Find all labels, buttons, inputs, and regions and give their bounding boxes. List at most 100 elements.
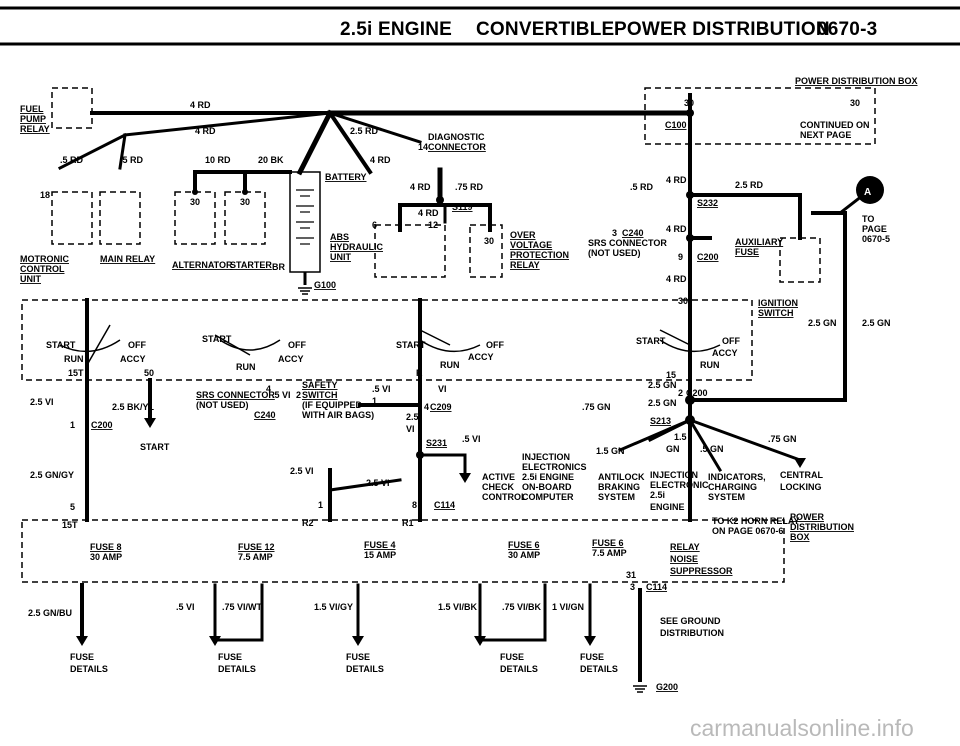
- safety-switch-label-4: WITH AIR BAGS): [302, 410, 374, 420]
- switch-d-accy: ACCY: [712, 348, 738, 358]
- fuse-8-label: FUSE 8: [90, 542, 122, 552]
- srs-connector-label-4: (NOT USED): [196, 400, 249, 410]
- switch-b-off: OFF: [288, 340, 306, 350]
- splice-s232: S232: [697, 198, 718, 208]
- safety-switch-label-3: (IF EQUIPPED: [302, 400, 363, 410]
- indicators-label-3: SYSTEM: [708, 492, 745, 502]
- aux-fuse-label-2: FUSE: [735, 247, 759, 257]
- injection-label-5: COMPUTER: [522, 492, 574, 502]
- switch-arcs: [59, 324, 721, 366]
- wire-75gn-a: .75 GN: [582, 402, 611, 412]
- pin-6: 6: [372, 220, 377, 230]
- wire-10rd: 10 RD: [205, 155, 231, 165]
- header-model: CONVERTIBLE: [476, 19, 614, 40]
- ignition-switch-label-2: SWITCH: [758, 308, 794, 318]
- switch-b-run: RUN: [236, 362, 256, 372]
- battery-cells: [296, 189, 314, 245]
- pin-30a: 30: [190, 197, 200, 207]
- page-ref-text: 0670-5: [862, 234, 890, 244]
- pin-r1: R1: [402, 518, 414, 528]
- next-page-text: NEXT PAGE: [800, 130, 851, 140]
- connector-a-marker: [856, 176, 884, 204]
- ignition-switch-label-1: IGNITION: [758, 298, 798, 308]
- fuse-details-2-a: FUSE: [218, 652, 242, 662]
- aux-fuse-box: [779, 237, 821, 283]
- fuse-4-label: FUSE 4: [364, 540, 396, 550]
- connector-c240: C240: [622, 228, 644, 238]
- wire-4rd-d: 4 RD: [410, 182, 431, 192]
- wire-4rd-c: 4 RD: [370, 155, 391, 165]
- wire-vi-a: VI: [438, 384, 447, 394]
- page-text: PAGE: [862, 224, 887, 234]
- ovp-label-4: RELAY: [510, 260, 540, 270]
- fuse-details-5-b: DETAILS: [580, 664, 618, 674]
- abs-label-1: ABS: [330, 232, 349, 242]
- ovp-label-2: VOLTAGE: [510, 240, 552, 250]
- indicators-label-1: INDICATORS,: [708, 472, 766, 482]
- fuel-pump-relay-label-1: FUEL: [20, 104, 44, 114]
- pin-15: 15: [666, 370, 676, 380]
- active-label-1: ACTIVE: [482, 472, 515, 482]
- pin-18: 18: [40, 190, 50, 200]
- abs-label-2: HYDRAULIC: [330, 242, 383, 252]
- switch-a-off: OFF: [128, 340, 146, 350]
- inj-electronic-label-3: 2.5i: [650, 490, 665, 500]
- pin-5: 5: [70, 502, 75, 512]
- fuse-details-4-a: FUSE: [500, 652, 524, 662]
- wire-25gngy: 2.5 GN/GY: [30, 470, 74, 480]
- wire-5vi-b: .5 VI: [372, 384, 391, 394]
- motronic-label-1: MOTRONIC: [20, 254, 69, 264]
- c209-pin: 4: [424, 402, 429, 412]
- battery-label: BATTERY: [325, 172, 367, 182]
- alternator-label: ALTERNATOR: [172, 260, 233, 270]
- connector-c240-b: C240: [254, 410, 276, 420]
- pdb-top-box: [644, 87, 876, 145]
- start-terminal: START: [140, 442, 170, 452]
- connector-c200-c: C200: [686, 388, 708, 398]
- inj-electronic-label-4: ENGINE: [650, 502, 685, 512]
- injection-label-4: ON-BOARD: [522, 482, 572, 492]
- srs-pin-2: 2: [296, 390, 301, 400]
- power-wires: [57, 93, 865, 682]
- wire-25rd: 2.5 RD: [350, 126, 379, 136]
- aux-fuse-label-1: AUXILIARY: [735, 237, 783, 247]
- connector-c200-b: C200: [91, 420, 113, 430]
- wire-5rd-b: .5 RD: [120, 155, 144, 165]
- switch-b-accy: ACCY: [278, 354, 304, 364]
- wire-25vi-c: 2.5 VI: [366, 478, 390, 488]
- diagnostic-pin: 14: [418, 142, 428, 152]
- wire-15gn: 1.5 GN: [596, 446, 625, 456]
- switch-b-start: START: [202, 334, 232, 344]
- pin-12: 12: [428, 220, 438, 230]
- fuse-details-1-a: FUSE: [70, 652, 94, 662]
- active-label-2: CHECK: [482, 482, 515, 492]
- abs-unit-box: [374, 224, 446, 278]
- component-boxes: [21, 87, 876, 583]
- wire-25gnbu: 2.5 GN/BU: [28, 608, 72, 618]
- safety-pin-1: 1: [372, 396, 377, 406]
- safety-switch-label-1: SAFETY: [302, 380, 338, 390]
- wire-15vigy: 1.5 VI/GY: [314, 602, 353, 612]
- pdb-title: POWER DISTRIBUTION BOX: [795, 76, 918, 86]
- wire-25gn-c: 2.5 GN: [648, 380, 677, 390]
- central-locking-label-2: LOCKING: [780, 482, 822, 492]
- wire-4rd-a: 4 RD: [190, 100, 211, 110]
- switch-c-run: RUN: [440, 360, 460, 370]
- srs-connector-label-3: SRS CONNECTOR: [196, 390, 275, 400]
- ground-g200: G200: [656, 682, 678, 692]
- fuse-details-3-a: FUSE: [346, 652, 370, 662]
- wire-5vi-d: .5 VI: [176, 602, 195, 612]
- wire-15-a: 1.5: [674, 432, 687, 442]
- ground-symbols: [298, 287, 647, 693]
- active-label-3: CONTROL: [482, 492, 527, 502]
- wire-25gn-a: 2.5 GN: [808, 318, 837, 328]
- pin-3: 3: [630, 582, 635, 592]
- wire-25vi: 2.5 VI: [30, 397, 54, 407]
- header-section: POWER DISTRIBUTION: [614, 19, 830, 40]
- motronic-box: [51, 191, 93, 245]
- wire-5vi-c: .5 VI: [462, 434, 481, 444]
- pin-8: 8: [412, 500, 417, 510]
- starter-label: STARTER: [230, 260, 272, 270]
- watermark: carmanualsonline.info: [690, 715, 914, 741]
- ground-ref-label-1: SEE GROUND: [660, 616, 721, 626]
